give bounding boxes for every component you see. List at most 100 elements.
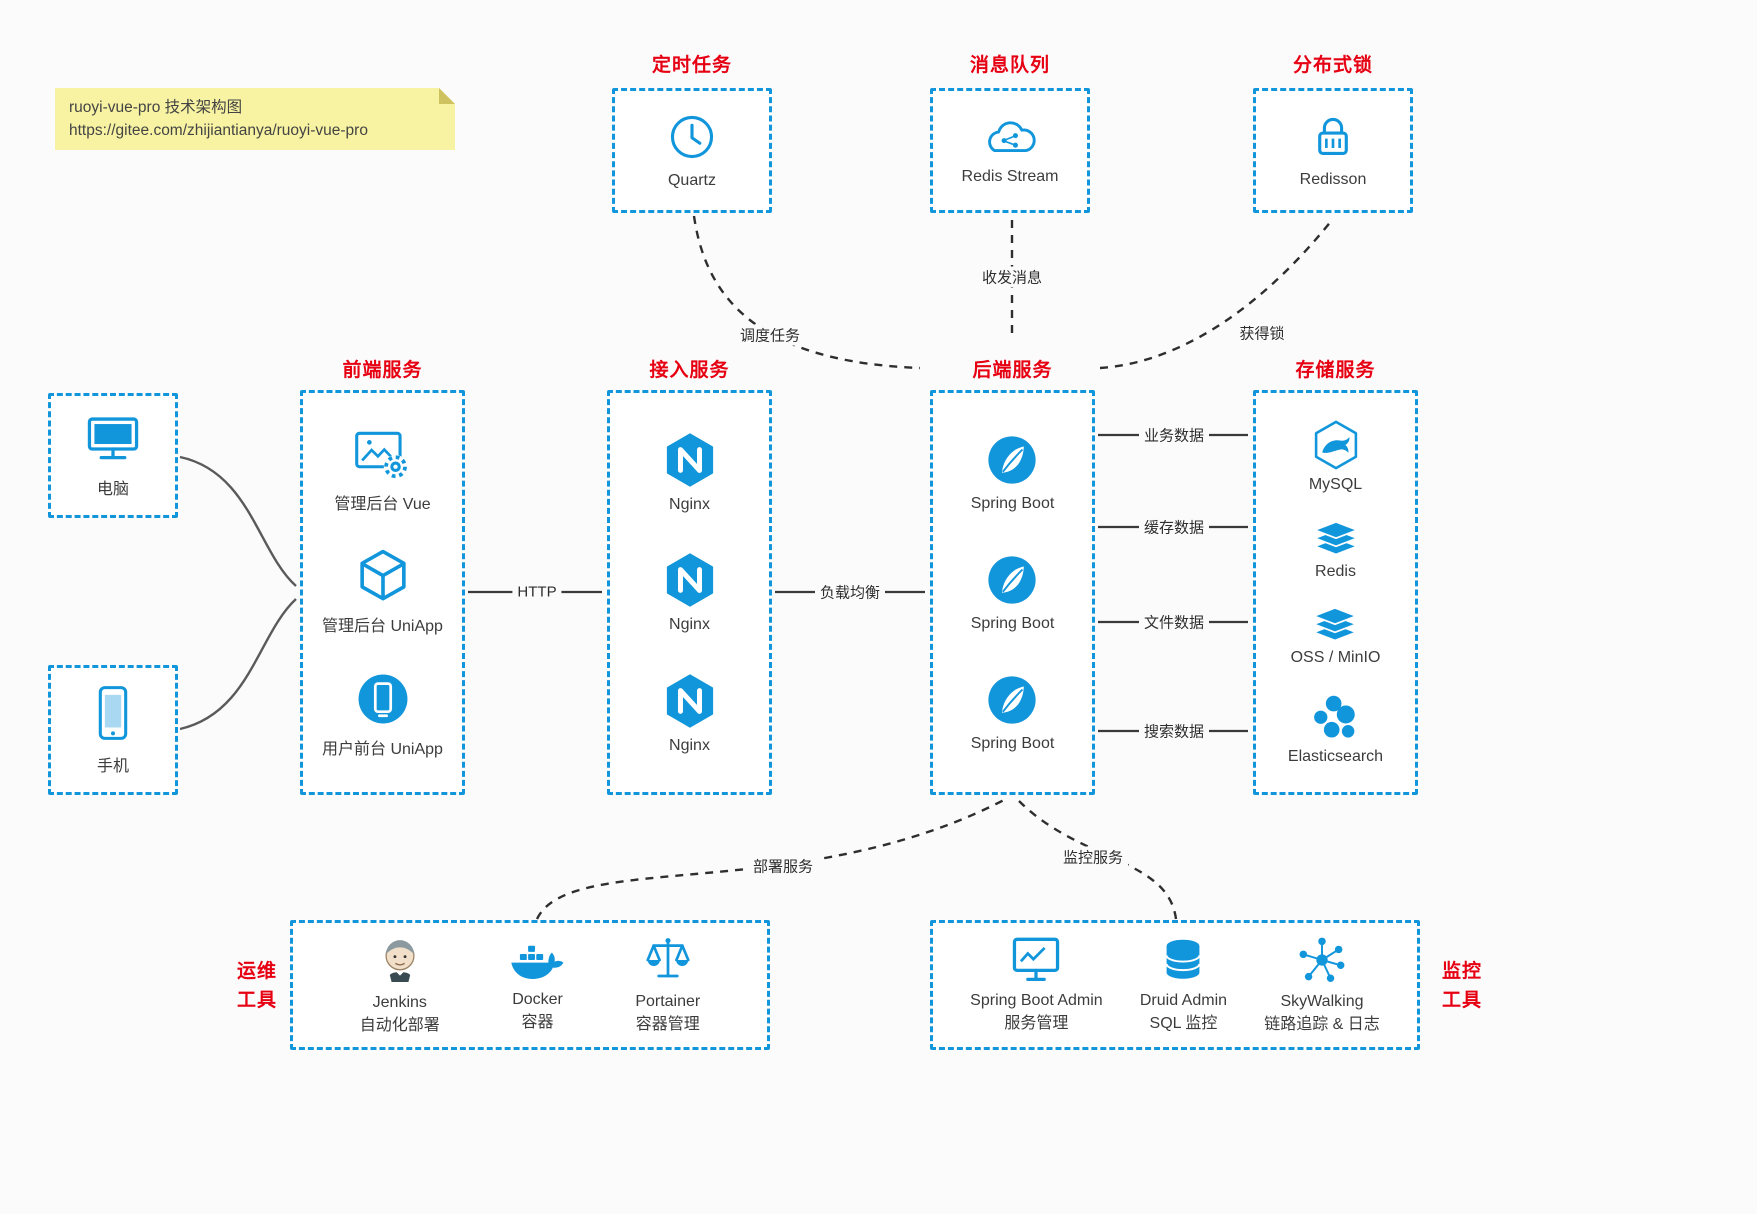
computer-box: 电脑 <box>48 393 178 518</box>
monitoring-title-line2: 工具 <box>1441 989 1482 1011</box>
quartz-box: Quartz <box>612 88 772 213</box>
edge-label-messages: 收发消息 <box>976 266 1048 288</box>
edge-label-schedule: 调度任务 <box>734 324 806 346</box>
tool-name: Portainer <box>635 992 701 1010</box>
nginx-icon <box>666 553 713 607</box>
backend-item-spring-2: Spring Boot <box>970 552 1055 633</box>
storage-item-label: MySQL <box>1308 475 1363 493</box>
nginx-icon <box>666 432 713 487</box>
edge-label-file-data: 文件数据 <box>1138 611 1210 633</box>
edge-label-http: HTTP <box>512 583 562 601</box>
section-title-distributed-lock: 分布式锁 <box>1292 55 1373 76</box>
tool-desc: 容器 <box>521 1014 554 1031</box>
clock-icon <box>670 115 714 158</box>
sticky-note: ruoyi-vue-pro 技术架构图 https://gitee.com/zh… <box>55 88 455 150</box>
tool-name: Druid Admin <box>1139 991 1228 1009</box>
edge-phone-to-frontend <box>179 598 297 731</box>
portainer-icon <box>646 937 690 978</box>
access-item-label: Nginx <box>669 616 710 633</box>
spring-boot-icon <box>988 676 1037 724</box>
section-title-backend: 后端服务 <box>972 360 1053 381</box>
edge-label-load-balance: 负载均衡 <box>814 581 886 603</box>
edge-schedule-task <box>692 215 921 370</box>
tool-desc: 自动化部署 <box>359 1017 440 1034</box>
backend-box: Spring Boot Spring Boot Spring Boot <box>930 390 1095 795</box>
section-title-access: 接入服务 <box>649 360 730 381</box>
frontend-item-user-uniapp: 用户前台 UniApp <box>322 670 443 759</box>
storage-item-label: OSS / MinIO <box>1290 649 1381 667</box>
monitor-icon <box>87 416 139 459</box>
ops-item-jenkins: Jenkins 自动化部署 <box>360 933 440 1037</box>
ops-title-line1: 运维 <box>236 961 277 982</box>
section-title-monitoring-tools: 监控 工具 <box>1434 958 1490 1015</box>
frontend-item-label: 管理后台 Vue <box>334 495 431 513</box>
tool-name: Docker <box>512 990 563 1008</box>
jenkins-icon <box>385 939 415 982</box>
storage-item-elasticsearch: Elasticsearch <box>1288 693 1383 766</box>
nginx-icon <box>666 673 713 728</box>
monitoring-tools-box: Spring Boot Admin 服务管理 Druid Admin SQL 监… <box>930 920 1420 1050</box>
lock-icon <box>1318 117 1348 155</box>
edge-get-lock <box>1099 219 1333 370</box>
ops-tools-box: Jenkins 自动化部署 Docker 容器 <box>290 920 770 1050</box>
access-item-nginx-2: Nginx <box>661 551 719 634</box>
access-box: Nginx Nginx Nginx <box>607 390 772 795</box>
tool-name: SkyWalking <box>1280 992 1364 1010</box>
computer-label: 电脑 <box>96 480 129 498</box>
monitoring-title-line1: 监控 <box>1441 961 1482 982</box>
frontend-item-admin-uniapp: 管理后台 UniApp <box>322 547 443 636</box>
tool-desc: 服务管理 <box>1004 1015 1069 1032</box>
ops-title-line2: 工具 <box>236 989 277 1011</box>
backend-item-label: Spring Boot <box>970 615 1055 632</box>
section-title-message-queue: 消息队列 <box>969 55 1050 76</box>
note-url: https://gitee.com/zhijiantianya/ruoyi-vu… <box>69 122 368 140</box>
phone-label: 手机 <box>96 758 129 775</box>
spring-boot-icon <box>988 436 1037 484</box>
note-fold-corner <box>439 88 455 104</box>
tool-desc: SQL 监控 <box>1149 1015 1218 1032</box>
section-title-frontend: 前端服务 <box>342 360 423 381</box>
access-item-label: Nginx <box>669 495 710 513</box>
tool-desc: 链路追踪 & 日志 <box>1264 1016 1380 1033</box>
backend-item-spring-3: Spring Boot <box>970 672 1055 753</box>
storage-item-oss-minio: OSS / MinIO <box>1290 606 1381 667</box>
storage-item-mysql: MySQL <box>1309 419 1362 494</box>
ops-item-portainer: Portainer 容器管理 <box>635 934 700 1036</box>
phone-box: 手机 <box>48 665 178 795</box>
edge-label-cache-data: 缓存数据 <box>1138 516 1210 538</box>
edge-label-monitor: 监控服务 <box>1057 846 1129 868</box>
frontend-item-admin-vue: 管理后台 Vue <box>334 427 431 514</box>
tool-name: Spring Boot Admin <box>970 991 1103 1009</box>
backend-item-label: Spring Boot <box>970 735 1055 752</box>
edge-label-search-data: 搜索数据 <box>1138 720 1210 742</box>
tool-desc: 容器管理 <box>635 1016 700 1033</box>
smartphone-icon <box>98 686 128 740</box>
docker-icon <box>510 945 563 979</box>
redis-stream-box: Redis Stream <box>930 88 1090 213</box>
storage-item-label: Elasticsearch <box>1287 748 1384 766</box>
redisson-box: Redisson <box>1253 88 1413 213</box>
storage-item-redis: Redis <box>1310 520 1362 581</box>
ops-item-docker: Docker 容器 <box>507 936 569 1034</box>
redis-icon <box>1313 520 1358 555</box>
frontend-item-label: 管理后台 UniApp <box>322 618 443 635</box>
elasticsearch-icon <box>1313 695 1355 738</box>
monitoring-item-skywalking: SkyWalking 链路追踪 & 日志 <box>1264 934 1380 1036</box>
vue-admin-icon <box>355 431 408 478</box>
edge-label-get-lock: 获得锁 <box>1234 322 1290 344</box>
note-title: ruoyi-vue-pro 技术架构图 <box>69 99 243 116</box>
quartz-label: Quartz <box>667 171 716 189</box>
section-title-scheduled-tasks: 定时任务 <box>651 55 732 76</box>
storage-box: MySQL Redis OSS / MinIO <box>1253 390 1418 795</box>
backend-item-label: Spring Boot <box>970 495 1055 512</box>
oss-minio-icon <box>1313 607 1358 642</box>
redis-stream-label: Redis Stream <box>961 167 1059 185</box>
edge-label-business-data: 业务数据 <box>1138 424 1210 446</box>
spring-boot-admin-icon <box>1013 937 1060 981</box>
storage-item-label: Redis <box>1315 562 1356 580</box>
edge-label-deploy: 部署服务 <box>747 855 819 877</box>
section-title-ops-tools: 运维 工具 <box>229 958 285 1015</box>
cloud-mq-icon <box>988 120 1036 152</box>
